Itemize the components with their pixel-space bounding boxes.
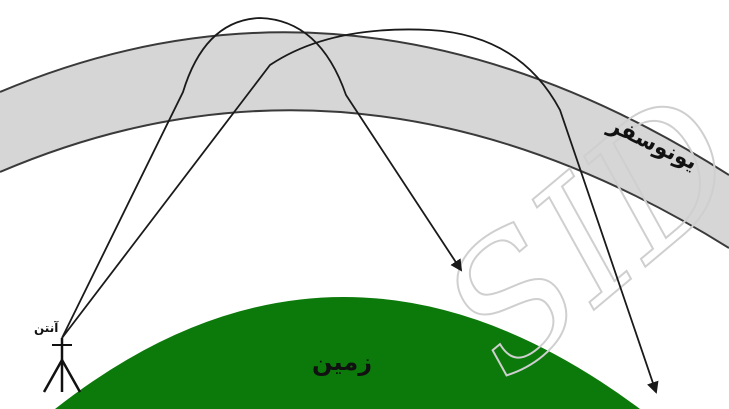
earth-label: زمین bbox=[312, 348, 372, 376]
antenna-icon bbox=[44, 338, 80, 392]
antenna-label: آنتن bbox=[34, 320, 59, 335]
